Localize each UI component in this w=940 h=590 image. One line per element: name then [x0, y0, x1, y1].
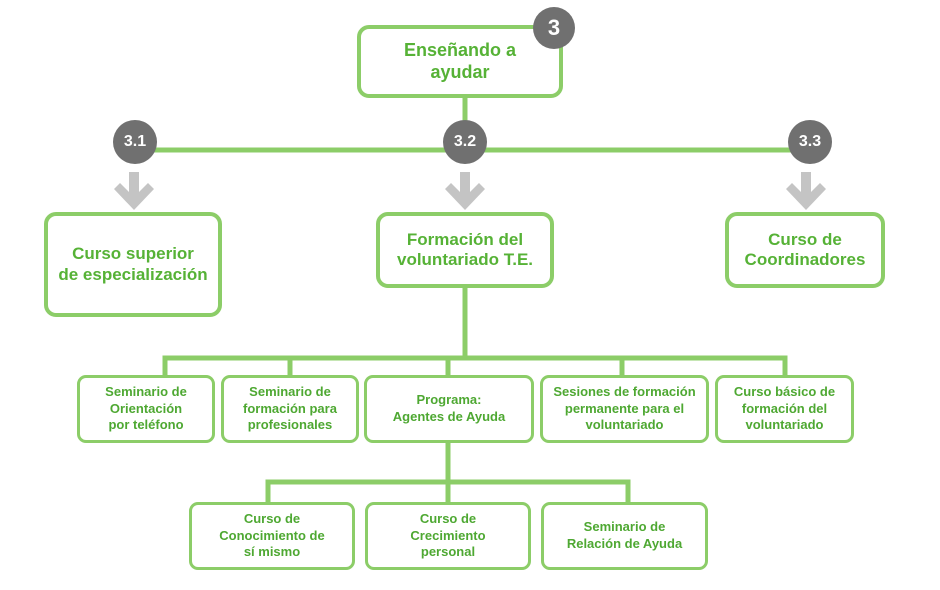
subitem-label: Curso básico de formación del voluntaria…	[733, 383, 836, 433]
branch-node-formacion: Formación del voluntariado T.E.	[376, 212, 554, 288]
subitem-sesiones-formacion: Sesiones de formación permanente para el…	[540, 375, 709, 443]
subitem-curso-basico: Curso básico de formación del voluntaria…	[715, 375, 854, 443]
arrow-down-icon	[445, 172, 485, 210]
subitem-label: Seminario de Orientación por teléfono	[105, 383, 187, 433]
subitem-label: Programa: Agentes de Ayuda	[392, 392, 506, 424]
programa-item-relacion-ayuda: Seminario de Relación de Ayuda	[541, 502, 708, 570]
branch-number: 3.2	[453, 133, 477, 150]
programa-item-crecimiento: Curso de Crecimiento personal	[365, 502, 531, 570]
programa-item-label: Seminario de Relación de Ayuda	[566, 519, 683, 551]
subitem-label: Sesiones de formación permanente para el…	[553, 383, 696, 433]
subitem-seminario-profesionales: Seminario de formación para profesionale…	[221, 375, 359, 443]
branch-node-coordinadores: Curso de Coordinadores	[725, 212, 885, 288]
root-number-badge: 3	[533, 7, 575, 49]
programa-item-conocimiento: Curso de Conocimiento de sí mismo	[189, 502, 355, 570]
branch-number: 3.1	[123, 133, 147, 150]
branch-badge-3-3: 3.3	[788, 120, 832, 164]
subitem-label: Seminario de formación para profesionale…	[243, 383, 337, 433]
branch-badge-3-2: 3.2	[443, 120, 487, 164]
arrow-down-icon	[114, 172, 154, 210]
subitem-seminario-orientacion: Seminario de Orientación por teléfono	[77, 375, 215, 443]
programa-item-label: Curso de Conocimiento de sí mismo	[219, 510, 325, 560]
branch-label: Curso superior de especialización	[58, 244, 208, 284]
branch-node-curso-superior: Curso superior de especialización	[44, 212, 222, 317]
root-node: Enseñando a ayudar	[357, 25, 563, 98]
subitem-programa-agentes: Programa: Agentes de Ayuda	[364, 375, 534, 443]
branch-badge-3-1: 3.1	[113, 120, 157, 164]
programa-item-label: Curso de Crecimiento personal	[410, 510, 486, 560]
branch-label: Formación del voluntariado T.E.	[396, 229, 534, 269]
arrow-down-icon	[786, 172, 826, 210]
branch-number: 3.3	[798, 133, 822, 150]
root-number: 3	[547, 15, 561, 40]
branch-label: Curso de Coordinadores	[744, 229, 866, 269]
root-label: Enseñando a ayudar	[403, 39, 517, 82]
